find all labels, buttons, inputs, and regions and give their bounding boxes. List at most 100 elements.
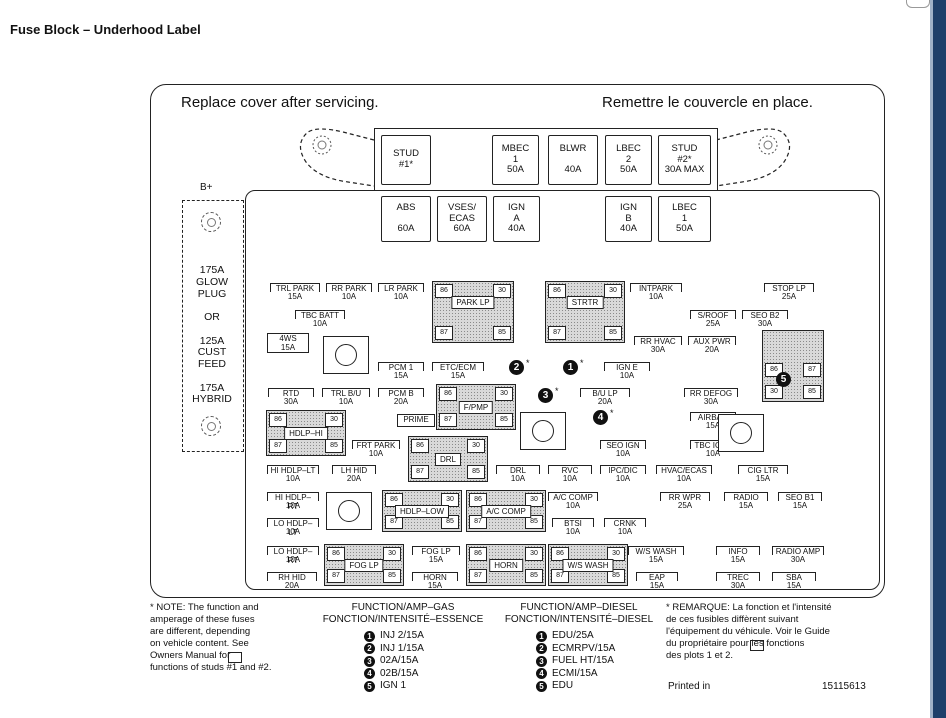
- ign-b-fuse: IGN B 40A: [605, 196, 652, 242]
- part-number: 15115613: [822, 681, 866, 692]
- vses-ecas-fuse: VSES/ ECAS 60A: [437, 196, 487, 242]
- asterisk: *: [610, 408, 614, 418]
- ign-a-fuse: IGN A 40A: [493, 196, 540, 242]
- round-relay-socket: [520, 412, 566, 450]
- lbec2-fuse: LBEC 2 50A: [605, 135, 652, 185]
- glow-plug-stud-area: [182, 200, 244, 452]
- badge-2-icon: 2: [509, 360, 524, 375]
- badge-3-icon: 3: [538, 388, 553, 403]
- round-relay-socket: [718, 414, 764, 452]
- diesel-function-heading: FUNCTION/AMP–DIESEL FONCTION/INTENSITÉ–D…: [504, 602, 654, 625]
- scrollbar[interactable]: [933, 0, 946, 718]
- note-english: * NOTE: The function and amperage of the…: [150, 602, 272, 673]
- asterisk: *: [555, 386, 559, 396]
- b-plus-label: B+: [200, 182, 213, 193]
- asterisk: *: [580, 358, 584, 368]
- screw-icon: [201, 212, 221, 232]
- abs-fuse: ABS 60A: [381, 196, 431, 242]
- screw-icon: [201, 416, 221, 436]
- gas-function-heading: FUNCTION/AMP–GAS FONCTION/INTENSITÉ–ESSE…: [322, 602, 484, 625]
- stud2-box: STUD #2* 30A MAX: [658, 135, 711, 185]
- lbec1-fuse: LBEC 1 50A: [658, 196, 711, 242]
- badge-1-icon: 1: [563, 360, 578, 375]
- note-french: * REMARQUE: La fonction et l'intensité d…: [666, 602, 832, 661]
- mbec1-fuse: MBEC 1 50A: [492, 135, 539, 185]
- label-outline: [150, 84, 885, 598]
- page-title: Fuse Block – Underhood Label: [10, 22, 201, 37]
- blwr-fuse: BLWR 40A: [548, 135, 598, 185]
- round-relay-socket: [326, 492, 372, 530]
- printed-in-label: Printed in: [668, 681, 711, 692]
- badge-5-icon: 5: [776, 372, 791, 387]
- left-mount-ear: [299, 128, 375, 187]
- owners-manual-icon: [228, 652, 242, 663]
- asterisk: *: [526, 358, 530, 368]
- right-mount-ear: [715, 128, 791, 187]
- fuse-prime: PRIME: [397, 414, 435, 427]
- round-relay-socket: [323, 336, 369, 374]
- header-french: Remettre le couvercle en place.: [602, 94, 813, 111]
- owners-manual-icon: [750, 640, 764, 651]
